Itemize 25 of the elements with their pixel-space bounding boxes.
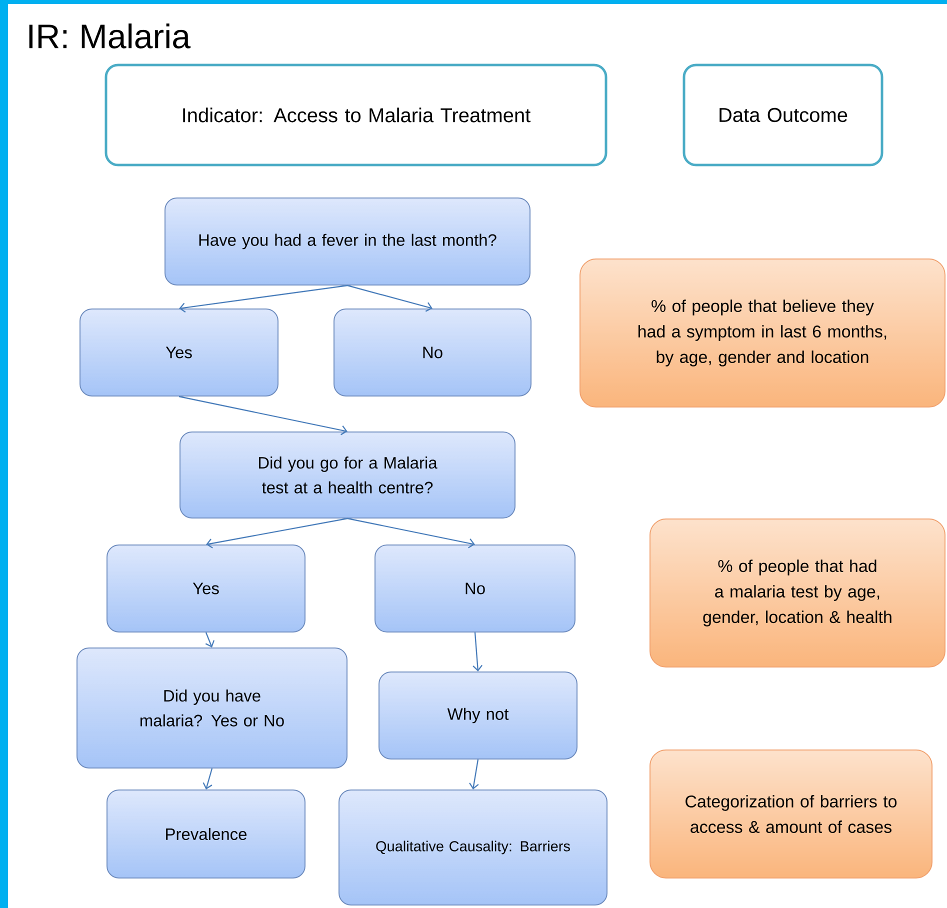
answer-box: Yes — [80, 308, 278, 396]
arrow — [206, 518, 348, 548]
arrow — [469, 759, 479, 790]
outcome-box: Categorization of barriers to access & amount of cases — [650, 750, 933, 878]
result-box: Prevalence — [106, 790, 306, 878]
arrow — [202, 768, 213, 790]
answer-box: No — [334, 308, 532, 396]
header-box: Indicator: Access to Malaria Treatment — [104, 64, 608, 166]
answer-box: Yes — [106, 544, 306, 632]
arrow — [178, 396, 348, 436]
header-box: Data Outcome — [682, 64, 884, 166]
arrow — [347, 284, 432, 312]
question-box: Have you had a fever in the last month? — [164, 198, 530, 286]
question-box: Did you go for a Malaria test at a health centre? — [180, 432, 516, 518]
outcome-box: % of people that had a malaria test by age, gender, location & health — [650, 518, 946, 668]
answer-box: No — [374, 544, 576, 632]
title: IR: Malaria — [29, 24, 191, 48]
arrow — [347, 518, 475, 548]
question-box: Why not — [378, 672, 578, 760]
outcome-box: % of people that believe they had a symptom in last 6 months, by age, gender and location — [580, 258, 946, 408]
arrow — [205, 632, 215, 648]
arrow — [179, 284, 348, 313]
arrow — [472, 632, 483, 672]
result-box: Qualitative Causality: Barriers — [338, 790, 608, 906]
question-box: Did you have malaria? Yes or No — [76, 648, 348, 768]
